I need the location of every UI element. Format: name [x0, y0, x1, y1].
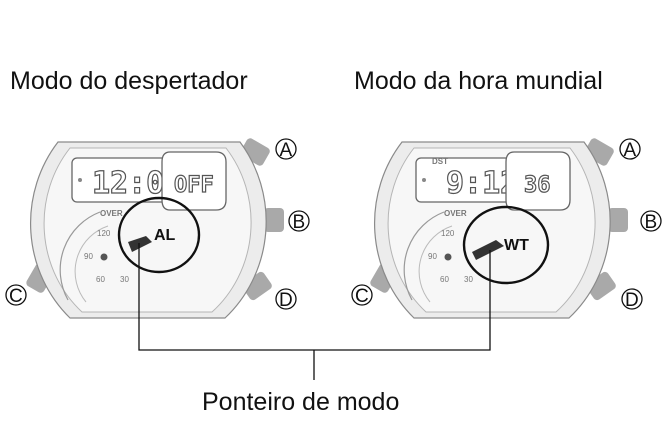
right-scale-60: 60: [440, 275, 449, 284]
right-scale-arc: [403, 211, 445, 301]
left-badge-text: AL: [154, 227, 176, 244]
left-label-b: B: [293, 212, 306, 233]
right-scale-inner-arc: [418, 225, 453, 303]
left-sub-display: [161, 151, 227, 211]
right-scale-over: OVER: [444, 209, 467, 218]
right-badge-text: WT: [504, 237, 529, 254]
left-button-b[interactable]: [264, 208, 284, 232]
left-scale-30: 30: [120, 275, 129, 284]
left-scale-90: 90: [84, 252, 93, 261]
right-label-d: D: [625, 290, 639, 311]
left-label-a-circle: [275, 138, 297, 160]
right-dst-indicator: DST: [432, 157, 448, 166]
right-scale-90: 90: [428, 252, 437, 261]
left-watch: 12:00 OFF OVER 120 90 60 30 AL A B D C: [5, 138, 310, 319]
right-label-a-circle: [619, 138, 641, 160]
left-label-b-circle: [288, 210, 310, 232]
left-title: Modo do despertador: [10, 67, 248, 95]
left-scale-inner-arc: [74, 225, 109, 303]
right-bluetooth-icon: [422, 178, 426, 182]
left-pointer-hub: [100, 253, 108, 261]
right-label-c: C: [355, 286, 369, 307]
left-label-d-circle: [275, 288, 297, 310]
left-mode-pointer: [128, 236, 152, 252]
right-mode-pointer: [472, 240, 504, 260]
left-scale-120: 120: [97, 229, 111, 238]
right-button-d[interactable]: [585, 270, 618, 301]
left-scale-arc: [59, 211, 101, 301]
left-label-d: D: [279, 290, 293, 311]
leader-lines: [138, 243, 491, 380]
right-sub-display: [505, 151, 571, 211]
right-badge-oval: [462, 205, 550, 285]
right-label-c-circle: [351, 284, 373, 306]
left-scale-60: 60: [96, 275, 105, 284]
right-label-b-circle: [640, 210, 662, 232]
left-button-d[interactable]: [241, 270, 274, 301]
right-scale-120: 120: [441, 229, 455, 238]
left-sub-text: OFF: [174, 173, 214, 198]
right-title: Modo da hora mundial: [354, 67, 603, 95]
caption: Ponteiro de modo: [202, 388, 399, 416]
right-pointer-hub: [444, 253, 452, 261]
left-scale-over: OVER: [100, 209, 123, 218]
right-scale-30: 30: [464, 275, 473, 284]
left-label-c: C: [9, 286, 23, 307]
right-label-d-circle: [621, 288, 643, 310]
left-badge-oval: [117, 196, 201, 274]
right-sub-text: 36: [524, 173, 551, 198]
left-label-a: A: [280, 140, 293, 161]
right-watch: 9:12 DST 36 OVER 120 90 60 30 WT A B D C: [351, 138, 662, 319]
left-label-c-circle: [5, 284, 27, 306]
right-button-b[interactable]: [608, 208, 628, 232]
right-label-b: B: [645, 212, 658, 233]
left-bluetooth-icon: [78, 178, 82, 182]
right-label-a: A: [624, 140, 637, 161]
